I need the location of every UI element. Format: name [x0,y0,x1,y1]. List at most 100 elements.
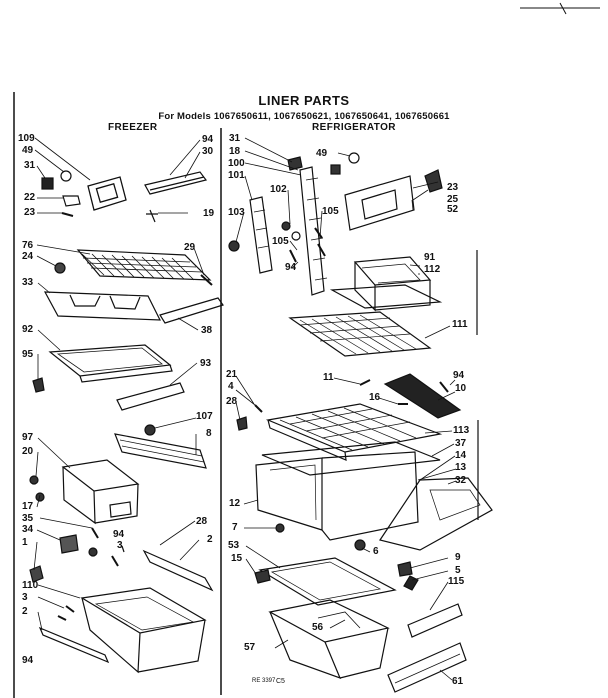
callout-freezer-29: 29 [184,242,196,253]
callout-freezer-33: 33 [22,277,34,288]
callout-freezer-94c: 94 [22,655,34,666]
crisper-drawer-freezer [80,587,207,674]
footer-code-2: C5 [276,678,285,685]
callout-freezer-3: 3 [117,540,123,551]
callout-ref-103: 103 [228,207,245,218]
callout-ref-113: 113 [453,425,470,436]
callout-freezer-107: 107 [196,411,213,422]
callout-ref-49: 49 [316,148,328,159]
callout-ref-53: 53 [228,540,240,551]
crisper-cover [261,441,441,476]
freezer-rail [114,433,207,469]
callout-freezer-17: 17 [22,501,34,512]
pan-clip [32,377,45,393]
callout-ref-105: 105 [322,206,339,217]
bracket-small [59,534,79,554]
callout-freezer-8: 8 [206,428,212,439]
callout-freezer-35: 35 [22,513,34,524]
callout-freezer-1: 1 [22,537,28,548]
panel-115 [407,603,463,638]
panel-61 [387,642,467,693]
callout-freezer-97: 97 [22,432,34,443]
dairy-bin [353,256,432,312]
callout-ref-15: 15 [231,553,243,564]
shelf-trim-right [383,373,462,419]
callout-ref-10: 10 [455,383,467,394]
callout-ref-13: 13 [455,462,467,473]
callout-ref-18: 18 [229,146,241,157]
models-line: For Models 1067650611, 1067650621, 10676… [158,111,450,122]
freezer-bin [61,459,140,525]
callout-ref-25: 25 [447,194,459,205]
shelf-trim [159,297,224,324]
thermostat [424,169,443,193]
callout-ref-37: 37 [455,438,467,449]
bulb [60,170,72,182]
callout-ref-23: 23 [447,182,459,193]
callout-freezer-94: 94 [202,134,214,145]
callout-ref-57: 57 [244,642,256,653]
callout-freezer-109: 109 [18,133,35,144]
callout-ref-4: 4 [228,381,234,392]
callout-freezer-23: 23 [24,207,36,218]
freezer-shelf-support [43,291,161,321]
crisper-tray [379,477,493,551]
callout-ref-21: 21 [226,369,238,380]
callout-freezer-19: 19 [203,208,215,219]
callout-ref-102: 102 [270,184,287,195]
knob [41,177,54,190]
callout-ref-16: 16 [369,392,381,403]
callout-ref-111: 111 [452,319,468,330]
shelf-ladder-right [299,166,328,296]
callout-ref-100: 100 [228,158,245,169]
screw [146,209,158,223]
pan-front [116,382,185,411]
callout-freezer-38: 38 [201,325,213,336]
shelf-ladder-left [249,196,273,274]
freezer-pan [48,344,173,383]
shelf-clip [54,262,66,274]
bin-tray [329,284,443,309]
callout-freezer-30: 30 [202,146,214,157]
section-refrigerator: REFRIGERATOR [312,122,396,133]
callout-freezer-31: 31 [24,160,36,171]
callout-ref-31: 31 [229,133,241,144]
clip [29,565,44,583]
section-freezer: FREEZER [108,122,158,133]
refrigerator-control-panel [344,175,415,231]
callout-freezer-49: 49 [22,145,34,156]
callout-ref-5: 5 [455,565,461,576]
refrigerator-shelf-111 [288,311,432,357]
callout-ref-12: 12 [229,498,241,509]
callout-freezer-34: 34 [22,524,34,535]
callout-ref-56: 56 [312,622,324,633]
diagram-title: LINER PARTS [258,93,350,108]
rail-clip [144,424,156,436]
callout-ref-105b: 105 [272,236,289,247]
freezer-wire-shelf [76,249,212,281]
callout-ref-9: 9 [455,552,461,563]
meat-drawer [268,599,390,680]
callout-ref-32: 32 [455,475,467,486]
meat-drawer-cover [258,557,397,606]
freezer-control-panel [87,176,127,211]
callout-freezer-2: 2 [207,534,213,545]
callout-ref-11: 11 [323,372,334,383]
bracket [62,195,81,207]
callout-ref-7: 7 [232,522,238,533]
callout-ref-6: 6 [373,546,379,557]
callout-ref-115: 115 [448,576,465,587]
callout-freezer-20: 20 [22,446,34,457]
drawer-clip [254,569,271,584]
callout-freezer-92: 92 [22,324,34,335]
callout-freezer-76: 76 [22,240,34,251]
callout-freezer-28: 28 [196,516,208,527]
callout-freezer-2b: 2 [22,606,28,617]
drawer-slide [38,626,110,664]
callout-ref-91: 91 [424,252,436,263]
callout-ref-52: 52 [447,204,459,215]
bin-clip [29,475,39,485]
callout-freezer-94b: 94 [113,529,125,540]
callout-freezer-22: 22 [24,192,36,203]
callout-ref-61: 61 [452,676,464,687]
